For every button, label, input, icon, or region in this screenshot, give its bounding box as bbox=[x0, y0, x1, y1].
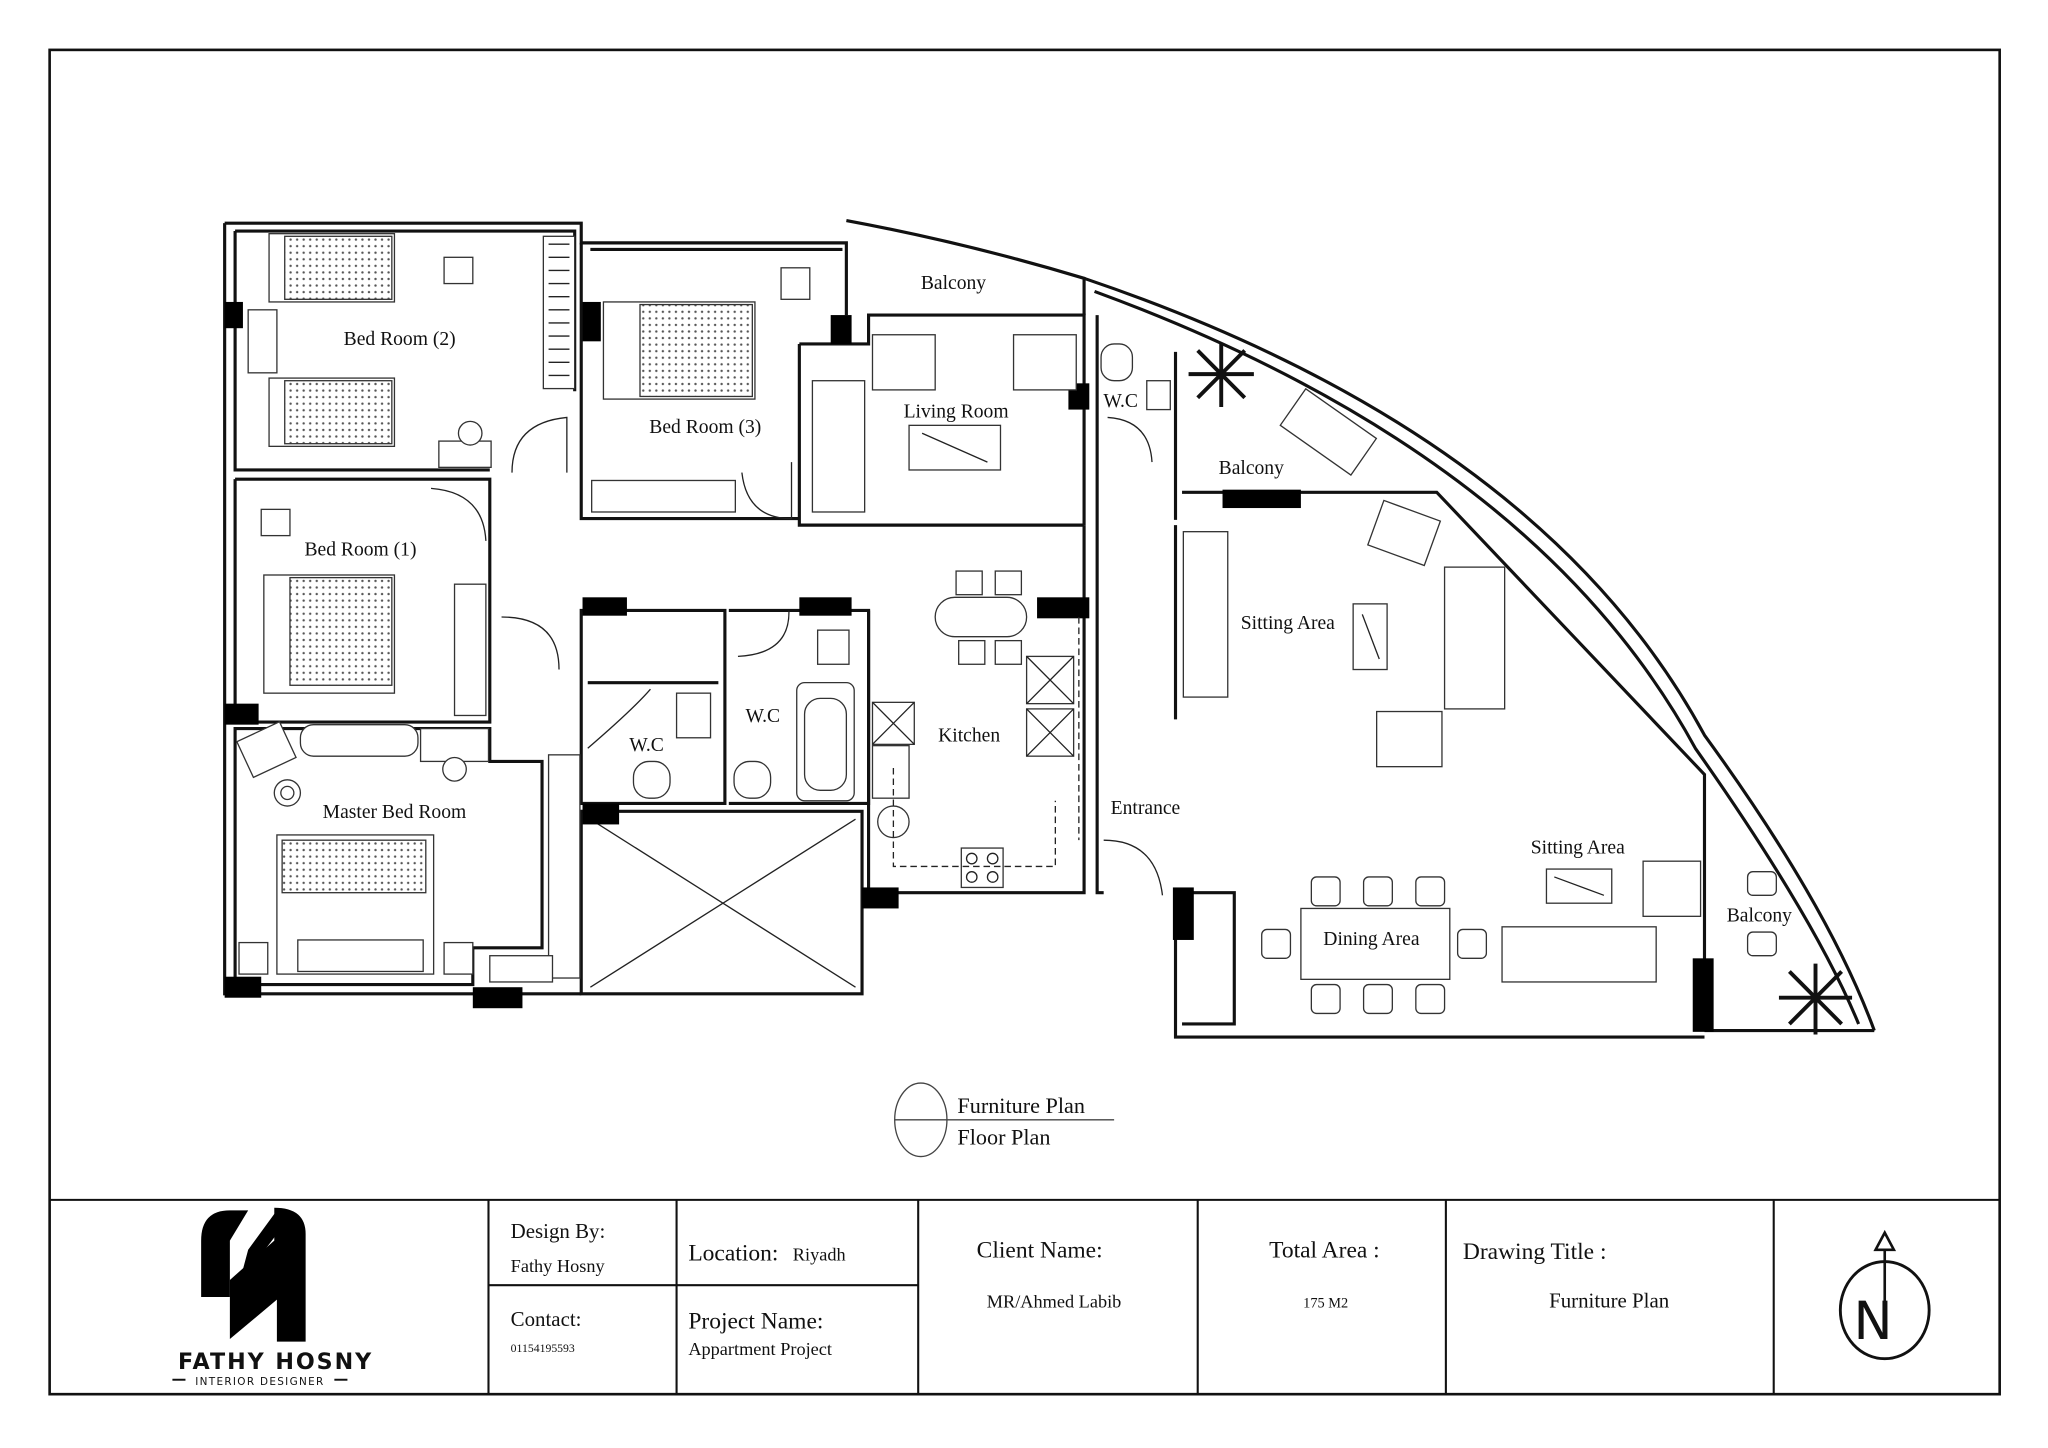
room-label-balcony-corner: Balcony bbox=[1727, 905, 1792, 927]
room-label-wc-left: W.C bbox=[629, 734, 664, 756]
plan-legend: Furniture Plan Floor Plan bbox=[894, 1082, 1115, 1158]
total-area-label: Total Area : bbox=[1269, 1238, 1380, 1264]
design-by-value: Fathy Hosny bbox=[511, 1256, 606, 1276]
project-name-value: Appartment Project bbox=[688, 1339, 832, 1359]
location-label: Location: bbox=[688, 1240, 778, 1266]
room-label-bed-room-2: Bed Room (2) bbox=[344, 328, 456, 350]
room-label-wc-mid: W.C bbox=[745, 705, 780, 727]
contact-value: 01154195593 bbox=[511, 1342, 575, 1355]
client-name-value: MR/Ahmed Labib bbox=[987, 1291, 1122, 1311]
drawing-title-value: Furniture Plan bbox=[1549, 1288, 1670, 1312]
logo-name: FATHY HOSNY bbox=[178, 1349, 373, 1375]
room-label-master-bed-room: Master Bed Room bbox=[323, 801, 467, 823]
location-value: Riyadh bbox=[793, 1244, 846, 1264]
north-letter: N bbox=[1853, 1291, 1892, 1352]
plant-icon bbox=[1188, 343, 1853, 1035]
legend-floor-plan: Floor Plan bbox=[957, 1125, 1050, 1150]
room-label-sitting-area-1: Sitting Area bbox=[1241, 612, 1335, 634]
logo: FATHY HOSNY INTERIOR DESIGNER bbox=[172, 1207, 373, 1388]
drawing-title-label: Drawing Title : bbox=[1463, 1239, 1607, 1265]
room-label-entrance: Entrance bbox=[1111, 797, 1181, 819]
total-area-value: 175 M2 bbox=[1303, 1296, 1348, 1312]
room-label-dining-area: Dining Area bbox=[1323, 928, 1420, 950]
room-label-balcony-top: Balcony bbox=[921, 272, 986, 294]
sheet-border bbox=[48, 48, 2001, 1396]
floor-plan: Bed Room (2) Bed Room (3) Bed Room (1) M… bbox=[223, 218, 1876, 1039]
design-by-label: Design By: bbox=[511, 1219, 606, 1243]
room-label-bed-room-3: Bed Room (3) bbox=[649, 416, 761, 438]
contact-label: Contact: bbox=[511, 1307, 582, 1331]
legend-furniture-plan: Furniture Plan bbox=[957, 1093, 1085, 1118]
room-label-wc-living: W.C bbox=[1103, 390, 1138, 412]
title-block: FATHY HOSNY INTERIOR DESIGNER Design By:… bbox=[49, 1198, 2000, 1395]
room-label-bed-room-1: Bed Room (1) bbox=[304, 538, 416, 560]
room-label-sitting-area-2: Sitting Area bbox=[1531, 836, 1625, 858]
room-label-living-room: Living Room bbox=[904, 400, 1009, 422]
logo-subtitle: INTERIOR DESIGNER bbox=[195, 1376, 324, 1388]
north-arrow-icon: N bbox=[1838, 1229, 1931, 1361]
client-name-label: Client Name: bbox=[977, 1238, 1103, 1264]
room-label-balcony-right: Balcony bbox=[1219, 457, 1284, 479]
room-label-kitchen: Kitchen bbox=[938, 725, 1000, 747]
project-name-label: Project Name: bbox=[688, 1308, 823, 1334]
